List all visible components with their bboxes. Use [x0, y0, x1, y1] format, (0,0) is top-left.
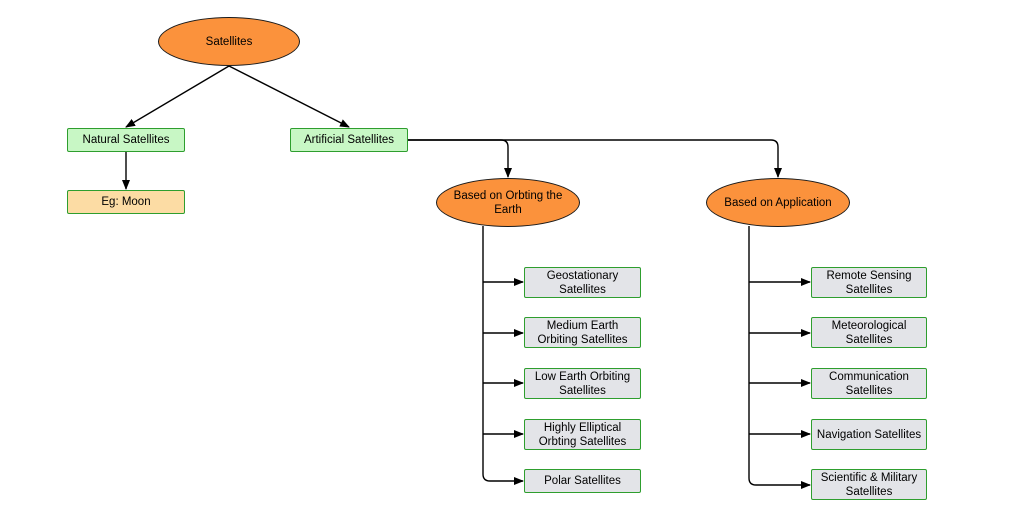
connector-root-to-artificial: [228, 65, 350, 128]
node-communication: Communication Satellites: [811, 368, 927, 399]
connector-orbit-trunk: [482, 226, 524, 485]
node-medium-earth-orbit-label: Medium Earth Orbiting Satellites: [537, 319, 628, 346]
node-based-on-orbiting: Based on Orbting the Earth: [436, 178, 580, 227]
node-meteorological: Meteorological Satellites: [811, 317, 927, 348]
connector-artificial-to-orbit-group: [408, 139, 512, 178]
node-example-moon: Eg: Moon: [67, 190, 185, 214]
connector-application-trunk: [748, 226, 811, 489]
node-satellites: Satellites: [158, 17, 300, 66]
node-medium-earth-orbit: Medium Earth Orbiting Satellites: [524, 317, 641, 348]
node-meteorological-label: Meteorological Satellites: [831, 319, 907, 346]
node-natural-satellites-label: Natural Satellites: [82, 134, 170, 146]
connector-artificial-to-application-group: [408, 139, 782, 178]
node-based-on-application-label: Based on Application: [724, 196, 832, 209]
node-low-earth-orbit-label: Low Earth Orbiting Satellites: [534, 370, 631, 397]
node-satellites-label: Satellites: [205, 35, 253, 48]
node-example-moon-label: Eg: Moon: [101, 196, 151, 208]
node-artificial-satellites: Artificial Satellites: [290, 128, 408, 152]
node-navigation-label: Navigation Satellites: [816, 428, 922, 441]
node-remote-sensing: Remote Sensing Satellites: [811, 267, 927, 298]
connector-root-to-natural: [125, 65, 230, 128]
node-polar: Polar Satellites: [524, 469, 641, 493]
node-navigation: Navigation Satellites: [811, 419, 927, 450]
node-based-on-orbiting-label: Based on Orbting the Earth: [453, 189, 563, 216]
node-communication-label: Communication Satellites: [829, 370, 909, 397]
node-geostationary: Geostationary Satellites: [524, 267, 641, 298]
node-highly-elliptical-orbit-label: Highly Elliptical Orbting Satellites: [538, 421, 627, 448]
node-scientific-military-label: Scientific & Military Satellites: [820, 471, 918, 498]
node-scientific-military: Scientific & Military Satellites: [811, 469, 927, 500]
node-highly-elliptical-orbit: Highly Elliptical Orbting Satellites: [524, 419, 641, 450]
node-remote-sensing-label: Remote Sensing Satellites: [826, 269, 912, 296]
node-based-on-application: Based on Application: [706, 178, 850, 227]
node-low-earth-orbit: Low Earth Orbiting Satellites: [524, 368, 641, 399]
node-polar-label: Polar Satellites: [544, 475, 621, 487]
node-natural-satellites: Natural Satellites: [67, 128, 185, 152]
node-geostationary-label: Geostationary Satellites: [546, 269, 619, 296]
node-artificial-satellites-label: Artificial Satellites: [303, 134, 395, 146]
